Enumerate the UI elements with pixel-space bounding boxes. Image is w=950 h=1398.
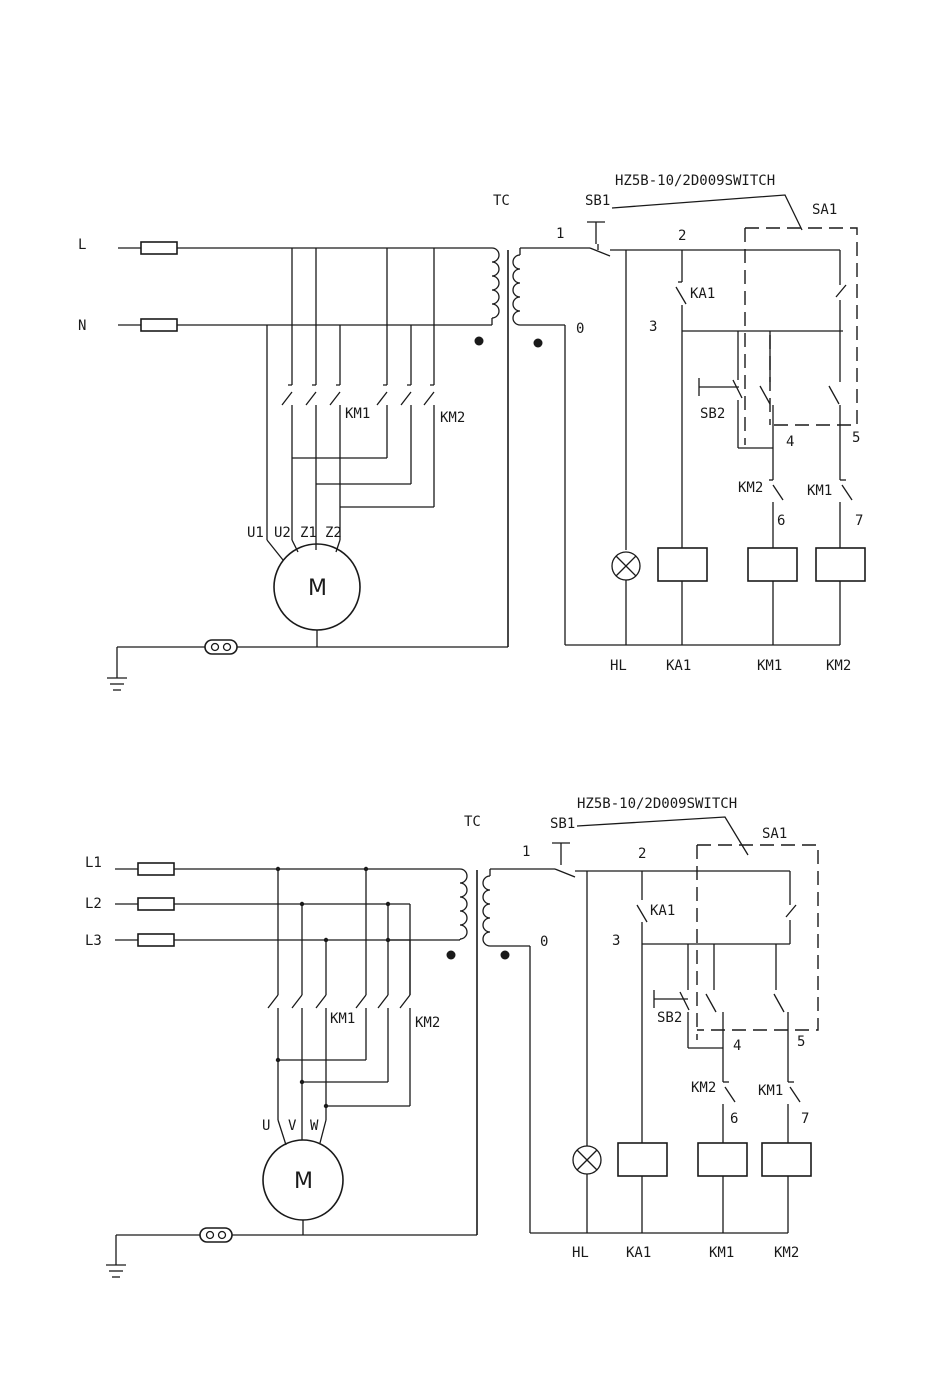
polarity-dot-secondary [501,951,510,960]
node-1: 1 [522,844,530,860]
bottom-label-ka1: KA1 [666,658,691,674]
fuse-l2 [138,898,174,910]
node-3: 3 [649,319,657,335]
km2-main-contacts: KM2 [356,995,440,1106]
ground-terminal [205,640,237,654]
sa1-label: SA1 [812,202,837,218]
terminal-v: V [288,1118,297,1134]
fuse-l [141,242,177,254]
fuse-n [141,319,177,331]
coil-ka1 [658,548,707,581]
main-contactor-wiring: KM1 KM2 [267,248,465,540]
transformer-label: TC [493,193,510,209]
coil-km1 [698,1143,747,1176]
node-4: 4 [733,1038,741,1054]
motor-single-phase: U1 U2 Z1 Z2 M [247,525,360,647]
ka1-contact-label: KA1 [690,286,715,302]
terminal-z1: Z1 [300,525,317,541]
polarity-dot-primary [447,951,456,960]
km2-main-label: KM2 [440,410,465,426]
node-6: 6 [730,1111,738,1127]
node-2: 2 [638,846,646,862]
control-circuit: HZ5B-10/2D009SWITCH SB1 SA1 1 2 3 0 KA1 [522,796,818,1261]
node-5: 5 [797,1034,805,1050]
coil-km2 [762,1143,811,1176]
terminal-z2: Z2 [325,525,342,541]
km1-main-contacts: KM1 [282,385,370,540]
terminal-w: W [310,1118,319,1134]
node-7: 7 [855,513,863,529]
sb2-label: SB2 [657,1010,682,1026]
terminal-u2: U2 [274,525,291,541]
control-circuit: HZ5B-10/2D009SWITCH SB1 SA1 1 2 3 0 KA1 [556,173,865,674]
polarity-dot-secondary [534,339,543,348]
sb2-label: SB2 [700,406,725,422]
switch-part-label: HZ5B-10/2D009SWITCH [577,796,737,812]
bottom-label-km2: KM2 [774,1245,799,1261]
ground-connection [106,1228,477,1277]
main-contactor-wiring: KM1 KM2 [268,867,440,1120]
coil-ka1 [618,1143,667,1176]
single-phase-diagram: L N TC [78,173,865,690]
switch-part-label: HZ5B-10/2D009SWITCH [615,173,775,189]
sb1-label: SB1 [550,816,575,832]
km2-main-contacts: KM2 [377,385,465,507]
line-label-n: N [78,318,86,334]
motor-three-phase: U V W M [262,1118,343,1235]
node-2: 2 [678,228,686,244]
node-0: 0 [576,321,584,337]
km1-interlock-label: KM1 [807,483,832,499]
km2-main-label: KM2 [415,1015,440,1031]
line-label-l: L [78,237,86,253]
fuse-l3 [138,934,174,946]
bottom-label-hl: HL [610,658,627,674]
km2-interlock-label: KM2 [691,1080,716,1096]
sb1-label: SB1 [585,193,610,209]
km1-interlock-label: KM1 [758,1083,783,1099]
terminal-u: U [262,1118,270,1134]
fuse-l1 [138,863,174,875]
node-7: 7 [801,1111,809,1127]
ground-terminal [200,1228,232,1242]
terminal-u1: U1 [247,525,264,541]
node-0: 0 [540,934,548,950]
line-label-l2: L2 [85,896,102,912]
node-3: 3 [612,933,620,949]
power-lines: L1 L2 L3 [85,855,460,949]
ground-connection [107,640,508,690]
km1-main-contacts: KM1 [268,995,355,1120]
coil-km1 [748,548,797,581]
bottom-label-km1: KM1 [709,1245,734,1261]
km1-main-label: KM1 [330,1011,355,1027]
line-label-l3: L3 [85,933,102,949]
node-4: 4 [786,434,794,450]
km2-interlock-label: KM2 [738,480,763,496]
bottom-label-ka1: KA1 [626,1245,651,1261]
power-lines: L N [78,237,492,334]
coil-km2 [816,548,865,581]
line-label-l1: L1 [85,855,102,871]
motor-label: M [294,1169,313,1194]
bottom-label-hl: HL [572,1245,589,1261]
node-6: 6 [777,513,785,529]
sa1-label: SA1 [762,826,787,842]
polarity-dot-primary [475,337,484,346]
ka1-contact-label: KA1 [650,903,675,919]
bottom-label-km1: KM1 [757,658,782,674]
transformer-tc: TC [447,814,556,1235]
node-1: 1 [556,226,564,242]
node-5: 5 [852,430,860,446]
transformer-label: TC [464,814,481,830]
motor-label: M [308,576,327,601]
transformer-tc: TC [475,193,591,647]
three-phase-diagram: L1 L2 L3 TC [85,796,818,1277]
km1-main-label: KM1 [345,406,370,422]
bottom-label-km2: KM2 [826,658,851,674]
